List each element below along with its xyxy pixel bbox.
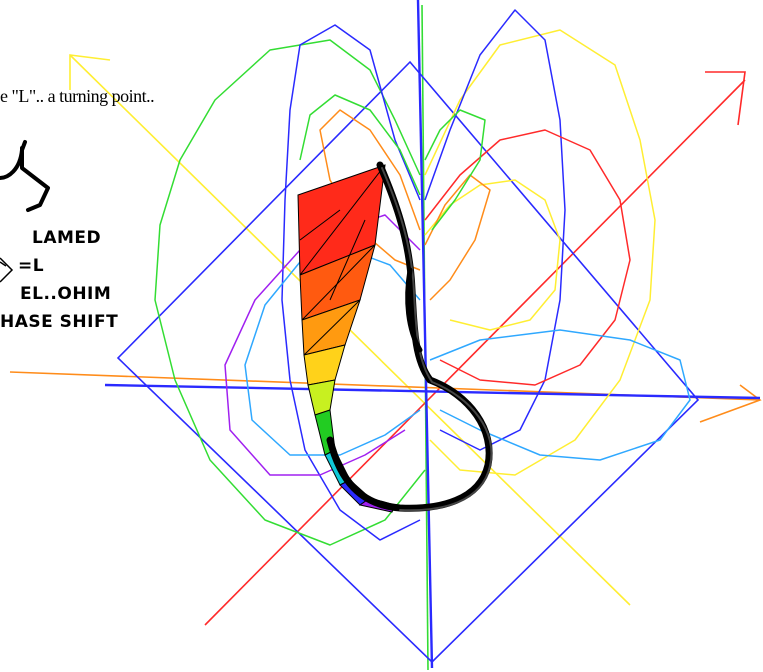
- loop-yellow-right: [425, 30, 655, 475]
- arrow-glyph: [0, 258, 12, 282]
- label-phase-shift: HASE SHIFT: [0, 312, 118, 332]
- loop-green-right: [425, 110, 485, 230]
- label-lamed: LAMED: [32, 228, 101, 248]
- label-equals-l: =L: [18, 256, 44, 276]
- blue-vertical-axis: [418, 0, 432, 668]
- left-field-loops: [155, 25, 425, 545]
- loop-orange-right: [425, 175, 490, 300]
- loop-red-right: [425, 130, 630, 385]
- lamed-glyph: [0, 142, 48, 210]
- caption-text: e "L".. a turning point..: [0, 86, 154, 107]
- red-arrowhead: [705, 72, 745, 125]
- orange-arrowhead: [700, 385, 760, 422]
- blue-diamond: [118, 62, 698, 662]
- ribbon-yellowgreen: [308, 380, 335, 415]
- loop-yellow-right-inner: [425, 180, 560, 330]
- label-elohim: EL..OHIM: [20, 284, 111, 304]
